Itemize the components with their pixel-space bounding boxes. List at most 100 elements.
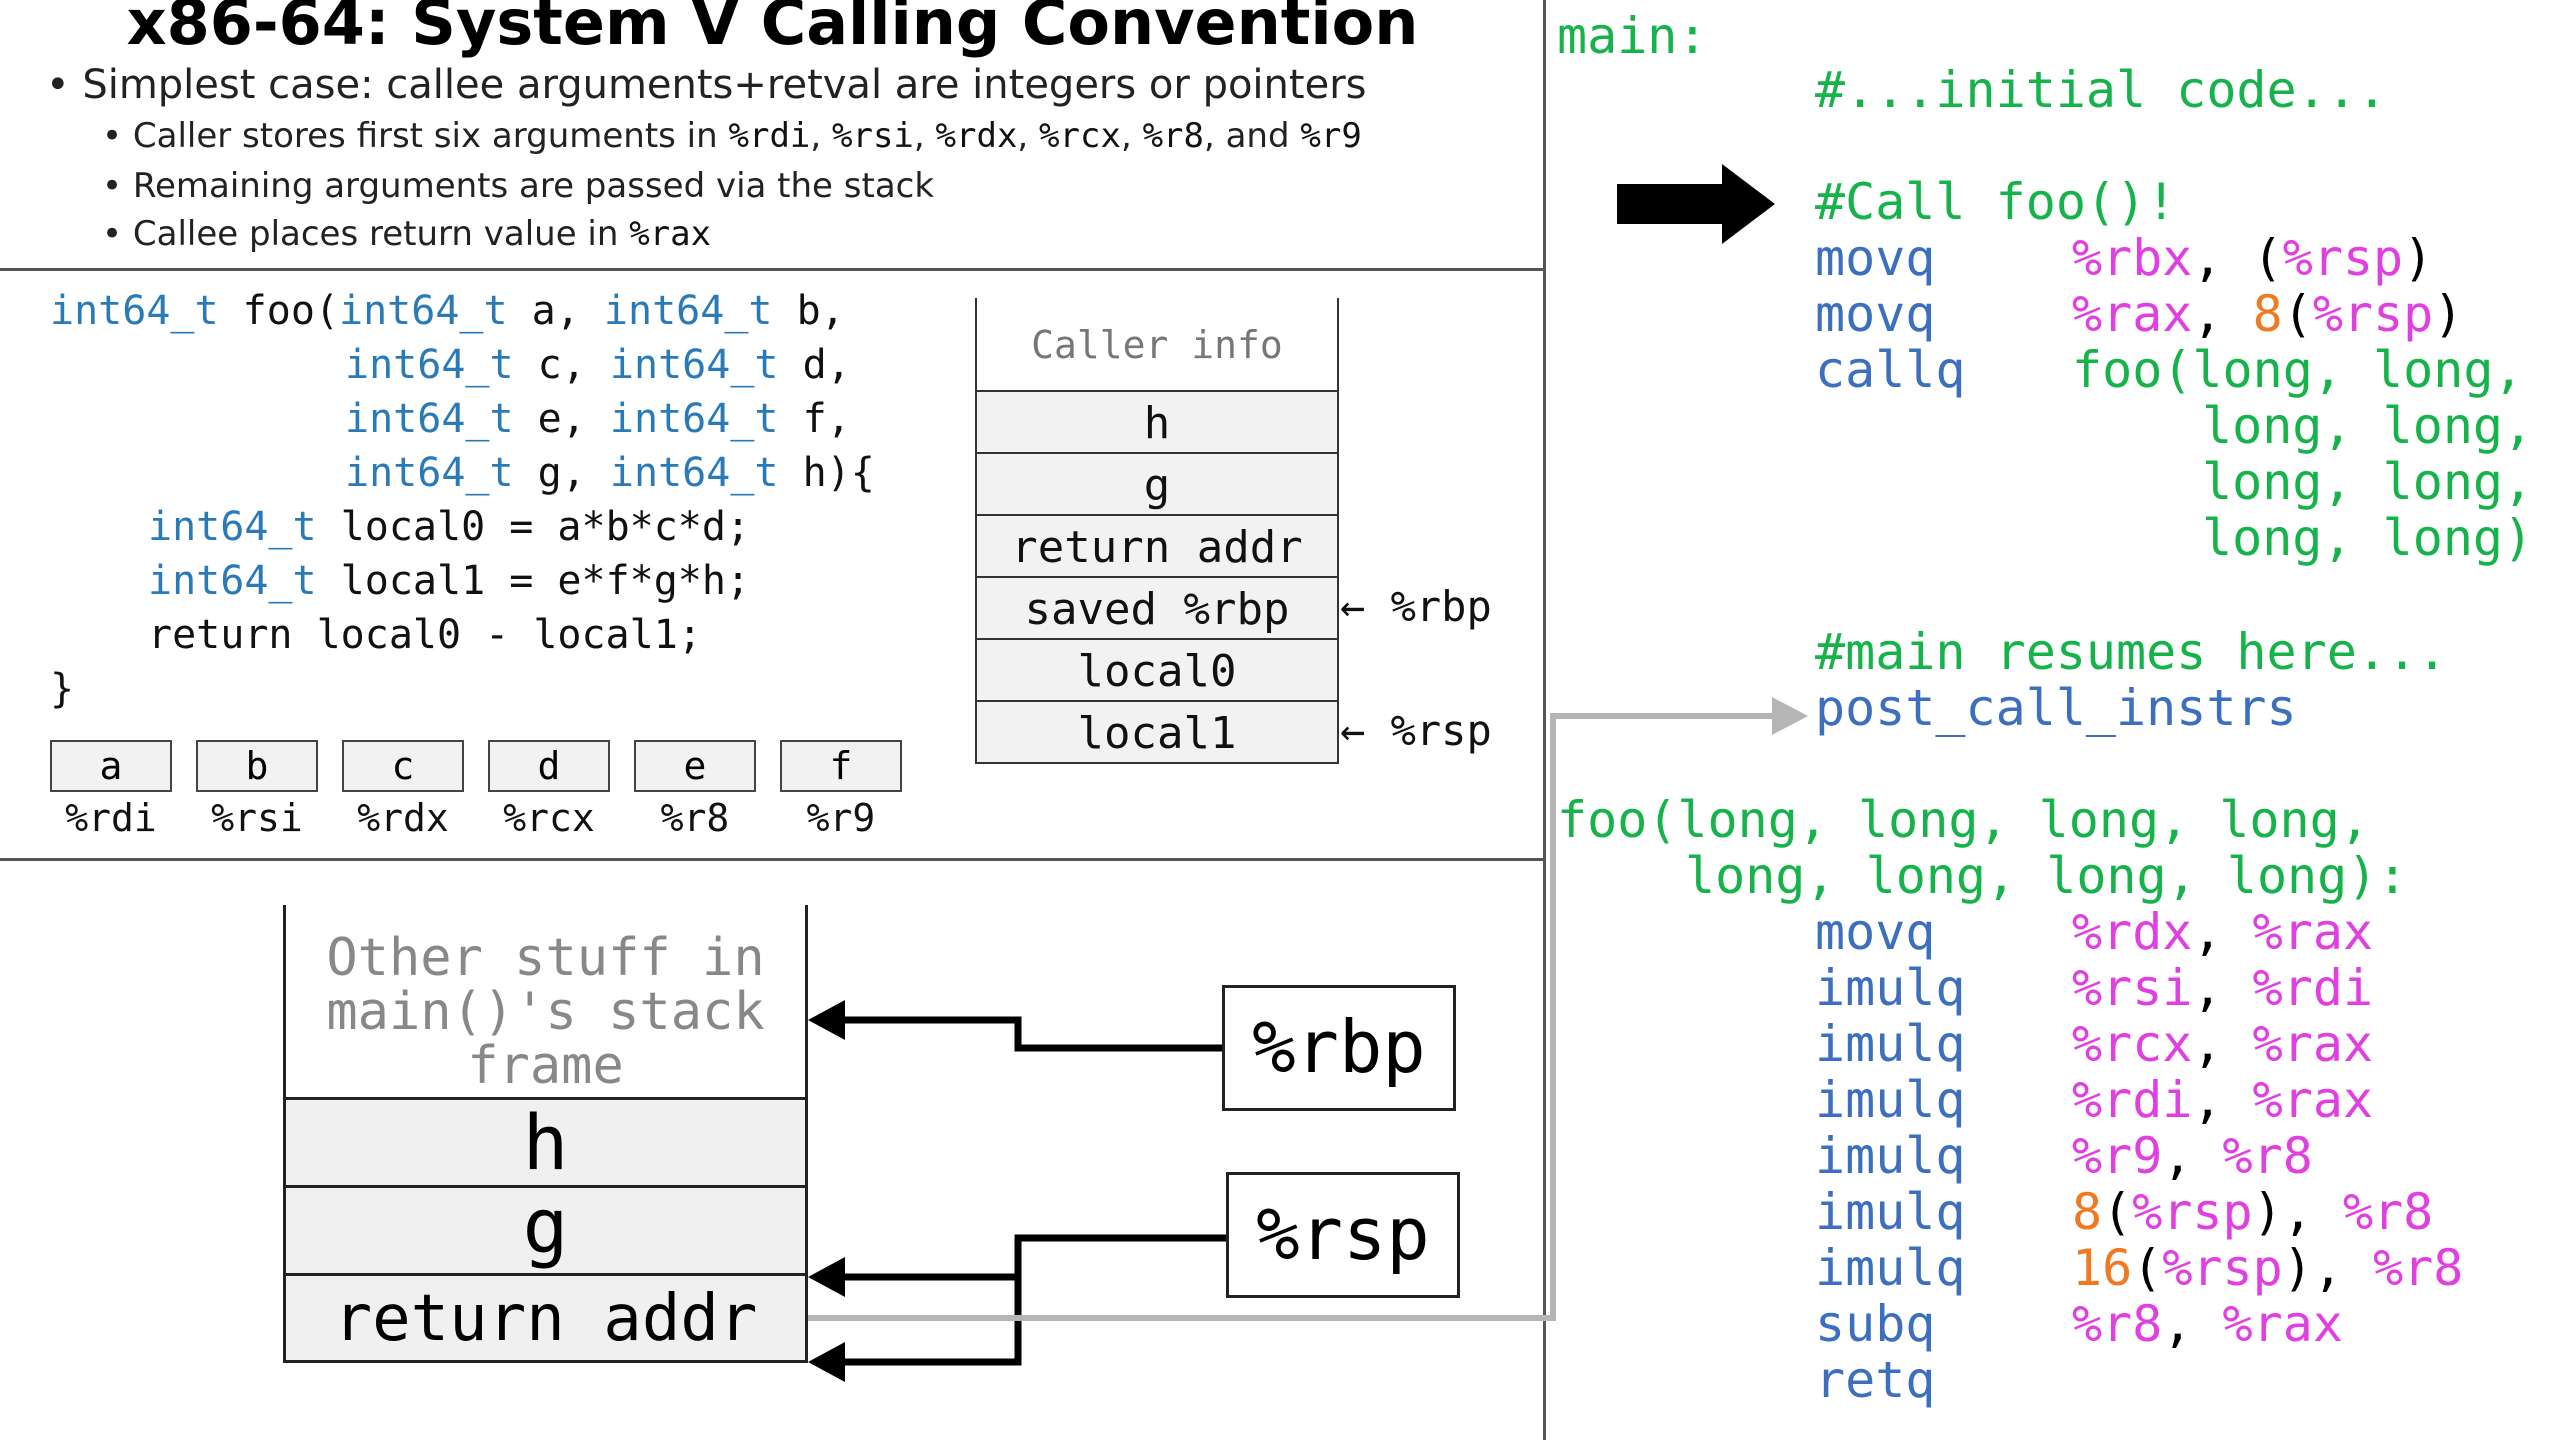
type-kw: int64_t xyxy=(50,288,219,334)
slide-title: x86-64: System V Calling Convention xyxy=(126,0,1419,59)
arg-box-e: e xyxy=(634,740,756,792)
code-text: h){ xyxy=(778,450,875,496)
rsp-arrowhead-icon xyxy=(808,1257,845,1297)
type-kw: int64_t xyxy=(603,288,773,334)
rsp-pointer-label: %rsp xyxy=(1390,706,1492,755)
bullet-sub1-text: Caller stores first six arguments in xyxy=(132,116,729,156)
asm-resume-comment: #main resumes here... xyxy=(1815,623,2448,681)
arg-box-d: d xyxy=(488,740,610,792)
punct: , xyxy=(2192,1015,2253,1073)
register: %r8 xyxy=(2072,1295,2163,1353)
arg-box-c: c xyxy=(342,740,464,792)
reg-r9: %r9 xyxy=(1300,116,1362,156)
bullet-sub3-text: Callee places return value in xyxy=(132,214,630,254)
code-text: g, xyxy=(513,450,610,496)
reg-rdx: %rdx xyxy=(935,116,1018,156)
punct: ) xyxy=(2252,1183,2283,1241)
c-code-line-1: int64_t foo(int64_t a, int64_t b, xyxy=(50,284,845,338)
bullet-sub2-text: Remaining arguments are passed via the s… xyxy=(132,166,935,206)
code-text: f, xyxy=(778,396,851,442)
sep: , and xyxy=(1203,116,1301,156)
register: %rbx xyxy=(2072,229,2193,287)
register: %rax xyxy=(2072,285,2193,343)
rbp-arrowhead-icon xyxy=(808,1000,845,1040)
asm-foo-operands-5: %r9, %r8 xyxy=(2072,1128,2313,1184)
arg-box-f: f xyxy=(780,740,902,792)
main-stack-slot-return-addr: return addr xyxy=(283,1273,808,1363)
asm-foo-operands-1: %rdx, %rax xyxy=(2072,904,2373,960)
arg-reg-r8: %r8 xyxy=(660,796,730,840)
opcode: movq xyxy=(1815,285,1936,343)
reg-rcx: %rcx xyxy=(1039,116,1121,156)
bullet-main: • Simplest case: callee arguments+retval… xyxy=(46,62,1367,108)
punct: ) xyxy=(2282,1239,2313,1297)
c-code-line-3: int64_t e, int64_t f, xyxy=(345,392,851,446)
register: %rdi xyxy=(2072,1071,2193,1129)
other-stuff-line-3: frame xyxy=(467,1036,624,1096)
divider-top xyxy=(0,268,1545,271)
caller-stack-slot-local0: local0 xyxy=(975,638,1339,702)
punct: , xyxy=(2192,959,2253,1017)
asm-foo-label-2: long, long, long, long): xyxy=(1685,847,2408,905)
c-code-line-2: int64_t c, int64_t d, xyxy=(345,338,851,392)
asm-foo-op-5: imulq xyxy=(1815,1127,1966,1185)
return-address-link xyxy=(808,713,1780,1321)
asm-foo-operands-3: %rcx, %rax xyxy=(2072,1016,2373,1072)
caller-stack-slot-saved-rbp: saved %rbp xyxy=(975,576,1339,640)
asm-call-sig-4: long, long) xyxy=(2202,509,2534,567)
main-frame-other-stuff: Other stuff in main()'s stack frame xyxy=(283,905,808,1100)
register: %r8 xyxy=(2342,1183,2434,1241)
punct: ( xyxy=(2282,285,2313,343)
register: %r8 xyxy=(2222,1127,2313,1185)
sep: , xyxy=(810,116,833,156)
punct: , xyxy=(2282,1183,2343,1241)
c-code-line-6: int64_t local1 = e*f*g*h; xyxy=(148,554,750,608)
rbp-connector xyxy=(835,1016,1222,1052)
bullet-sub-2: • Remaining arguments are passed via the… xyxy=(102,166,935,206)
immediate: 8 xyxy=(2252,285,2283,343)
asm-call-sig-1: foo(long, long, xyxy=(2072,341,2524,399)
arg-reg-r9: %r9 xyxy=(806,796,876,840)
register: %rcx xyxy=(2072,1015,2193,1073)
reg-rdi: %rdi xyxy=(728,116,811,156)
bullet-sub-3: • Callee places return value in %rax xyxy=(102,214,712,254)
asm-foo-op-6: imulq xyxy=(1815,1183,1966,1241)
register: %rsp xyxy=(2282,229,2404,287)
asm-foo-op-9: retq xyxy=(1815,1351,1936,1409)
register: %rax xyxy=(2252,1015,2374,1073)
c-code-line-7: return local0 - local1; xyxy=(148,612,702,658)
bullet-main-text: Simplest case: callee arguments+retval a… xyxy=(82,62,1367,108)
punct: , xyxy=(2312,1239,2374,1297)
asm-foo-operands-2: %rsi, %rdi xyxy=(2072,960,2373,1016)
punct: ( xyxy=(2252,229,2283,287)
type-kw: int64_t xyxy=(609,396,779,442)
rsp-register-box: %rsp xyxy=(1226,1172,1460,1298)
rbp-register-box: %rbp xyxy=(1222,985,1456,1111)
register: %rdx xyxy=(2072,903,2193,961)
asm-foo-operands-7: 16(%rsp), %r8 xyxy=(2072,1240,2463,1296)
arg-box-b: b xyxy=(196,740,318,792)
divider-middle xyxy=(0,858,1545,861)
arg-reg-rdx: %rdx xyxy=(357,796,449,840)
asm-foo-op-4: imulq xyxy=(1815,1071,1966,1129)
other-stuff-line-1: Other stuff in xyxy=(326,928,765,988)
punct: ) xyxy=(2403,229,2434,287)
asm-post-call-instrs: post_call_instrs xyxy=(1815,679,2297,737)
punct: , xyxy=(2192,903,2253,961)
rbp-pointer-label: %rbp xyxy=(1390,582,1492,631)
code-text: local1 = e*f*g*h; xyxy=(316,558,751,604)
left-arrow-icon: ← xyxy=(1340,582,1366,631)
c-code-line-8: } xyxy=(50,666,75,712)
immediate: 16 xyxy=(2072,1239,2133,1297)
arg-reg-rcx: %rcx xyxy=(503,796,595,840)
register: %rax xyxy=(2252,1071,2374,1129)
reg-rsi: %rsi xyxy=(832,116,914,156)
punct: , xyxy=(2192,229,2253,287)
register: %r8 xyxy=(2373,1239,2464,1297)
punct: , xyxy=(2162,1127,2223,1185)
asm-call-comment: #Call foo()! xyxy=(1815,173,2177,231)
rsp-connector xyxy=(835,1234,1226,1366)
rbp-pointer: ← %rbp xyxy=(1340,582,1492,631)
call-arrow-icon xyxy=(1617,164,1775,244)
